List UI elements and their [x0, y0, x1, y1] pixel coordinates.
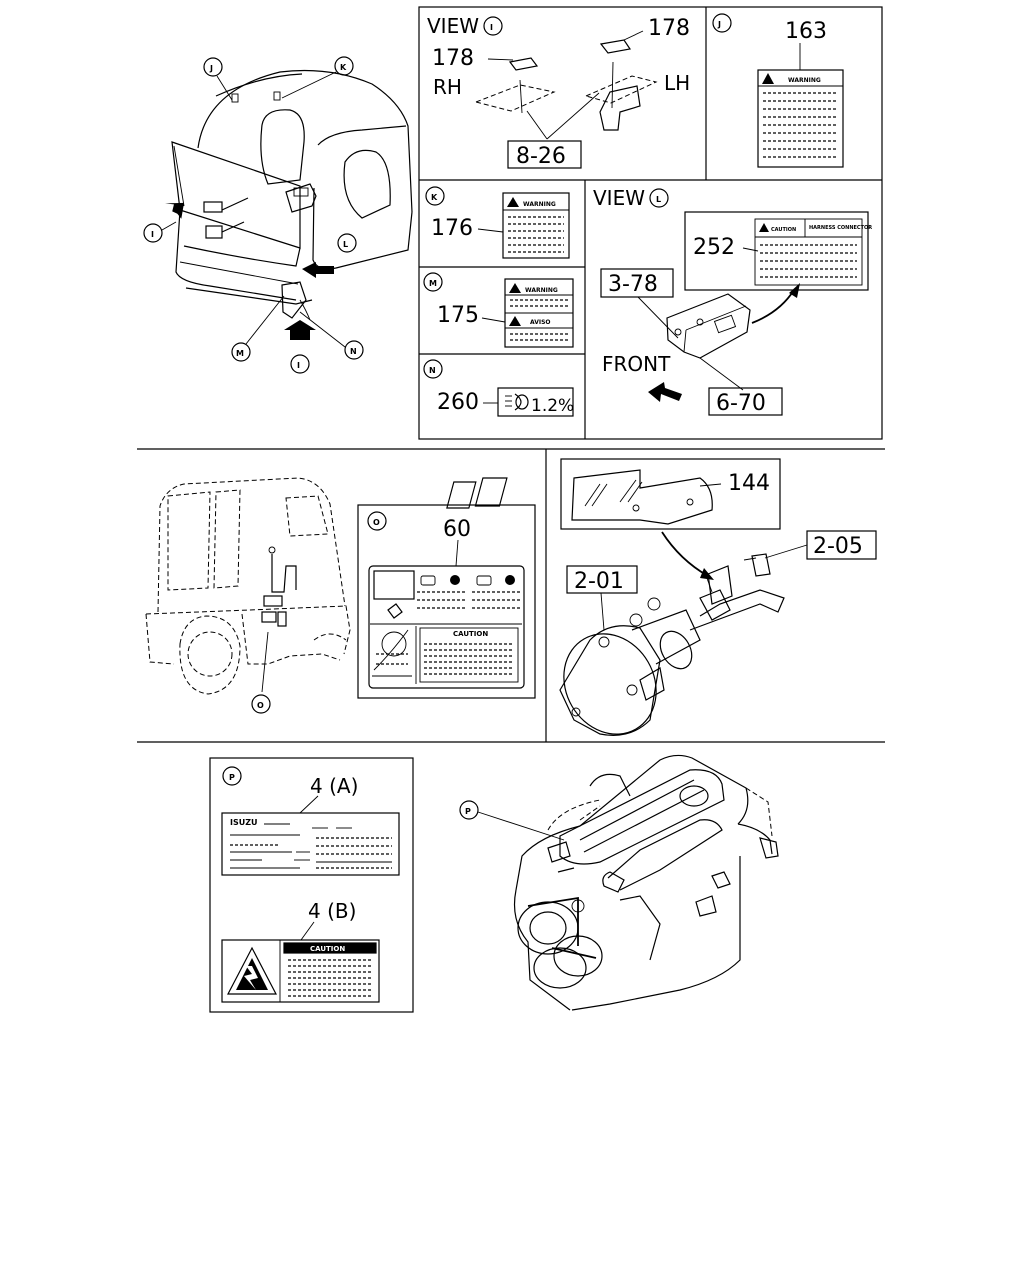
view-l-letter: L: [656, 195, 661, 204]
view-l-harness: HARNESS CONNECTOR: [809, 225, 872, 231]
view-p-panel: P 4 (A) ISUZU 4 (B) CAUTION: [209, 757, 414, 1013]
view-l-caution: CAUTION: [771, 227, 796, 233]
booster-part-144: 144: [728, 471, 770, 496]
booster-ref-2-01: 2-01: [574, 569, 624, 594]
view-i-arrow-icon: [165, 202, 185, 219]
side-callout-o: O: [257, 701, 264, 710]
view-m-label-text-2: AVISO: [530, 319, 551, 326]
view-m-letter: M: [429, 279, 437, 288]
engine-drawing: P: [459, 754, 779, 1011]
view-k-part: 176: [431, 216, 473, 241]
cab-callout-j: J: [209, 64, 213, 73]
cab-front-drawing: J K I L M N I: [143, 56, 413, 374]
view-l-part: 252: [693, 235, 735, 260]
view-i-part-left: 178: [432, 46, 474, 71]
cab-callout-n: N: [350, 347, 357, 356]
view-i-letter: I: [490, 23, 493, 32]
view-n-label-text: 1.2%: [531, 396, 574, 416]
engine-callout-p: P: [465, 807, 471, 816]
view-m-part: 175: [437, 303, 479, 328]
view-n-part: 260: [437, 390, 479, 415]
view-o-caution: CAUTION: [453, 630, 488, 638]
view-k-label-text: WARNING: [523, 201, 556, 208]
view-m-panel: M 175 WARNING AVISO: [423, 272, 574, 348]
view-i-panel: VIEW I 178 178 RH LH 8-26: [427, 14, 690, 169]
view-i-lower-arrow-icon: [284, 320, 316, 340]
truck-side-drawing: O: [145, 477, 351, 714]
view-j-panel: J 163 WARNING: [712, 13, 844, 168]
view-i-rh: RH: [433, 75, 462, 99]
view-i-part-right: 178: [648, 16, 690, 41]
view-l-ref-3-78: 3-78: [608, 272, 658, 297]
view-l-ref-6-70: 6-70: [716, 391, 766, 416]
cab-callout-i-lower: I: [297, 361, 300, 370]
view-l-title: VIEW: [593, 186, 645, 210]
view-m-label-text-1: WARNING: [525, 287, 558, 294]
booster-assembly-drawing: 144 2-05 2-01: [446, 458, 877, 736]
view-o-panel: O 60 CAUTION: [357, 504, 536, 699]
view-p-part-b: 4 (B): [308, 899, 356, 923]
view-l-front: FRONT: [602, 352, 671, 376]
view-n-panel: N 260 1.2%: [423, 359, 574, 417]
view-j-part: 163: [785, 19, 827, 44]
view-i-lh: LH: [664, 71, 690, 95]
section-dividers: [137, 448, 885, 743]
view-p-letter: P: [229, 773, 235, 782]
cab-callout-k: K: [340, 63, 347, 72]
view-l-arrow-icon: [302, 262, 334, 278]
view-k-letter: K: [431, 193, 438, 202]
view-j-letter: J: [717, 20, 721, 29]
view-o-part: 60: [443, 517, 471, 542]
view-j-label-text: WARNING: [788, 77, 821, 84]
cab-callout-i: I: [151, 230, 154, 239]
cab-callout-m: M: [236, 349, 244, 358]
front-arrow-icon: [648, 382, 682, 402]
headlamp-leveling-icon: [505, 393, 529, 411]
view-k-panel: K 176 WARNING: [425, 186, 570, 259]
booster-ref-2-05: 2-05: [813, 534, 863, 559]
view-panel-grid: [418, 6, 883, 440]
view-p-part-a: 4 (A): [310, 774, 358, 798]
view-l-panel: VIEW L CAUTION HARNESS CONNECTOR 252 3-7…: [593, 186, 872, 416]
view-i-ref-8-26: 8-26: [516, 144, 566, 169]
view-n-letter: N: [429, 366, 436, 375]
view-p-caution: CAUTION: [310, 945, 345, 953]
view-i-title: VIEW: [427, 14, 479, 38]
cab-callout-l: L: [343, 240, 348, 249]
view-o-letter: O: [373, 518, 380, 527]
view-p-brand: ISUZU: [230, 818, 258, 827]
